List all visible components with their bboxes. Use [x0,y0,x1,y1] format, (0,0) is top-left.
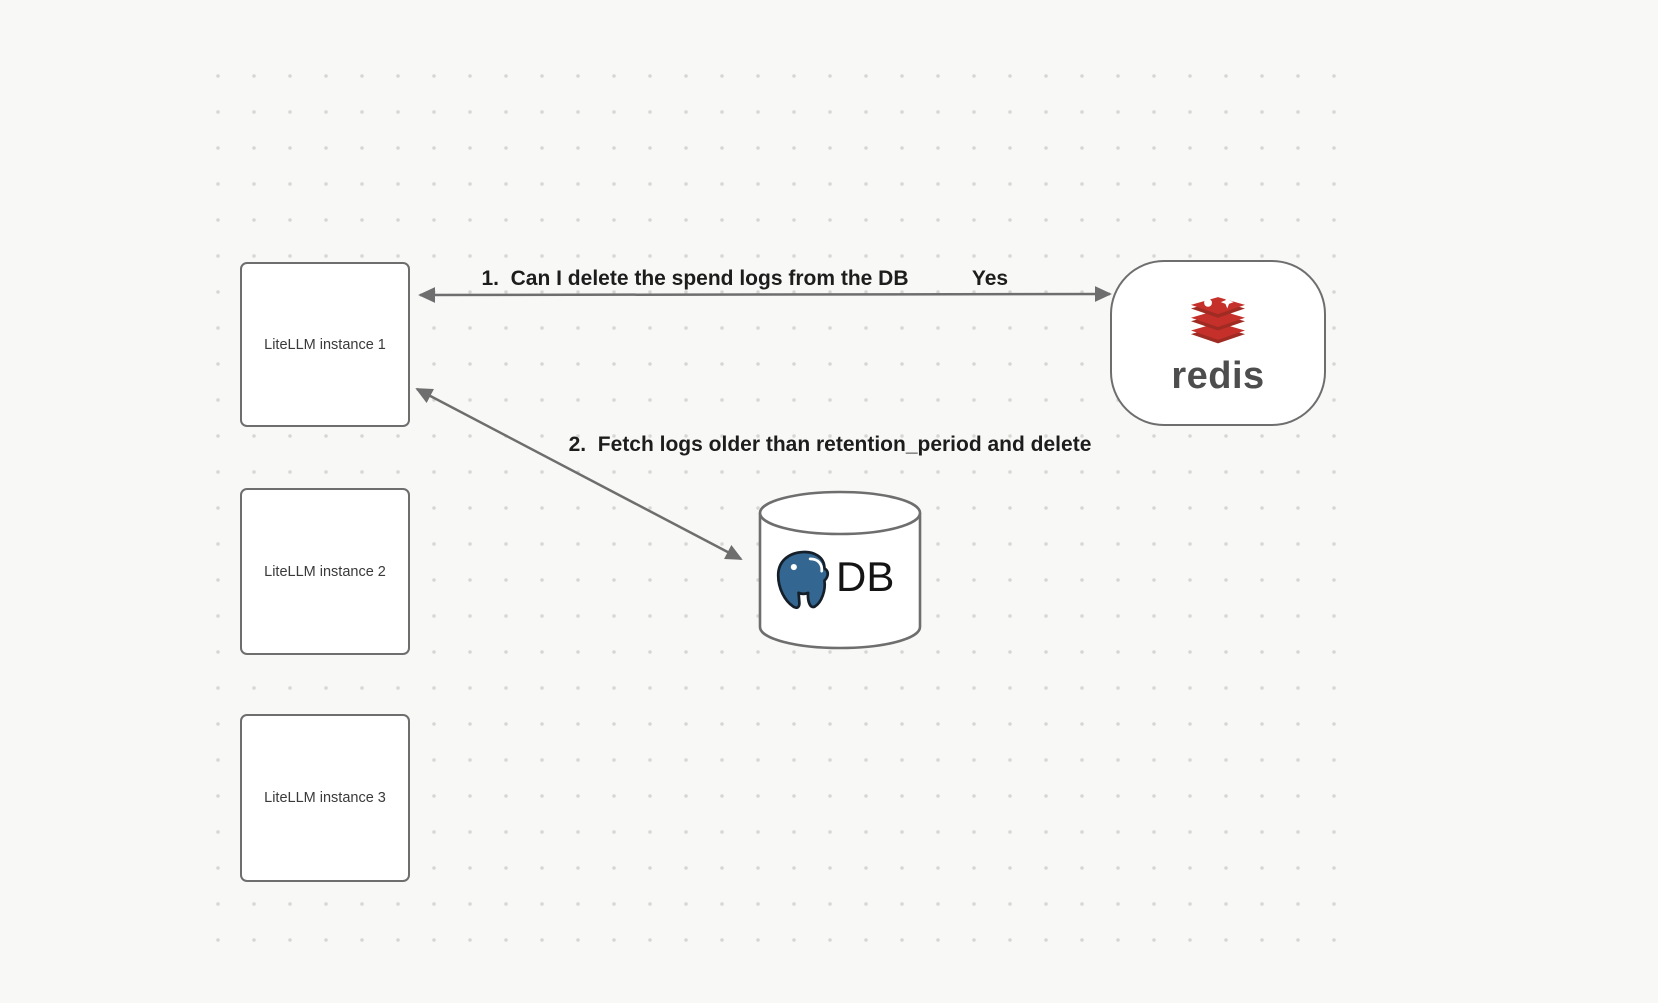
node-label: LiteLLM instance 3 [264,790,386,806]
edge-1-response: Yes [971,267,1009,290]
redis-wordmark: redis [1171,355,1265,397]
redis-logo-icon [1190,295,1246,344]
node-litellm-instance-3: LiteLLM instance 3 [240,714,410,882]
node-db: DB [757,488,923,652]
db-label: DB [836,553,895,600]
node-label: LiteLLM instance 1 [264,336,386,353]
database-cylinder-shape [758,490,922,650]
edge-2-label: 2. Fetch logs older than retention_perio… [568,433,1092,456]
node-litellm-instance-1: LiteLLM instance 1 [240,262,410,427]
node-redis: redis [1110,260,1326,426]
edge-1-label: 1. Can I delete the spend logs from the … [481,267,909,290]
postgresql-icon [776,550,830,610]
node-litellm-instance-2: LiteLLM instance 2 [240,488,410,655]
node-label: LiteLLM instance 2 [264,563,386,580]
